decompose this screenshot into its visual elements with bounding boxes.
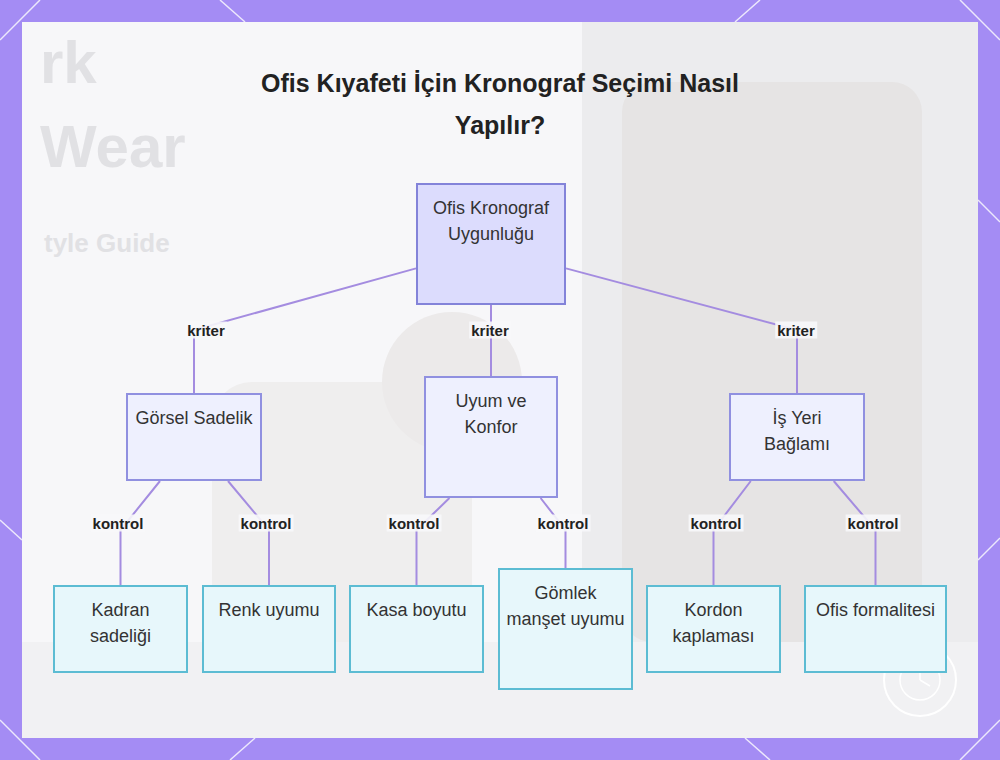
connector-line xyxy=(194,268,416,393)
watermark-text: Wear xyxy=(40,112,186,181)
connector-line xyxy=(541,498,566,568)
box-text: Uyum ve Konfor xyxy=(432,388,550,440)
connector-line xyxy=(228,481,269,585)
connector-line xyxy=(490,305,492,376)
edge-label: kontrol xyxy=(387,515,442,532)
diagram-title: Ofis Kıyafeti İçin Kronograf Seçimi Nası… xyxy=(240,62,760,146)
edge-label: kontrol xyxy=(91,515,146,532)
connector-line xyxy=(417,498,450,585)
edge-label: kontrol xyxy=(689,515,744,532)
edge-label: kontrol xyxy=(239,515,294,532)
edge-label: kriter xyxy=(775,322,817,339)
box-text: Görsel Sadelik xyxy=(134,405,254,431)
process-box: Ofis formalitesi xyxy=(804,585,947,673)
edge-label: kriter xyxy=(469,322,511,339)
process-box: Kordon kaplaması xyxy=(646,585,781,673)
process-box: Kasa boyutu xyxy=(349,585,484,673)
box-text: Gömlek manşet uyumu xyxy=(506,580,625,632)
connector-line xyxy=(121,481,161,585)
box-text: Ofis Kronograf Uygunluğu xyxy=(424,195,558,247)
edge-label: kriter xyxy=(185,322,227,339)
connector-line xyxy=(834,481,876,585)
connector-line xyxy=(566,268,797,393)
process-box: Görsel Sadelik xyxy=(126,393,262,481)
process-box: Renk uyumu xyxy=(202,585,336,673)
watermark-text: rk xyxy=(40,28,97,97)
box-text: Ofis formalitesi xyxy=(812,597,939,623)
edge-label: kontrol xyxy=(536,515,591,532)
box-text: Kordon kaplaması xyxy=(654,597,773,649)
box-text: Kasa boyutu xyxy=(357,597,476,623)
process-box: İş Yeri Bağlamı xyxy=(729,393,865,481)
edge-label: kontrol xyxy=(846,515,901,532)
process-box: Uyum ve Konfor xyxy=(424,376,558,498)
box-text: Renk uyumu xyxy=(210,597,328,623)
connector-line xyxy=(714,481,751,585)
box-text: Kadran sadeliği xyxy=(61,597,180,649)
watermark-text: tyle Guide xyxy=(44,228,170,259)
process-box: Ofis Kronograf Uygunluğu xyxy=(416,183,566,305)
process-box: Kadran sadeliği xyxy=(53,585,188,673)
process-box: Gömlek manşet uyumu xyxy=(498,568,633,690)
box-text: İş Yeri Bağlamı xyxy=(737,405,857,457)
